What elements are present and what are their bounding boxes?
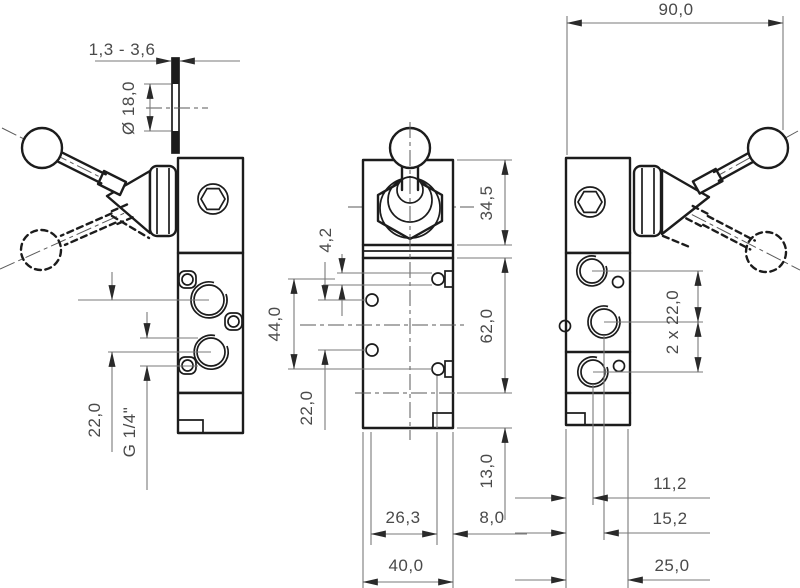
view-front: 4,2 44,0 22,0 34,5 62,0: [265, 122, 527, 588]
overall-length-label: 90,0: [658, 0, 693, 19]
panel-plate: [146, 57, 208, 154]
dim-port-thread: G 1/4": [120, 312, 198, 490]
port-lower-thread-arc: [193, 334, 229, 371]
lever-ball-knob-phantom: [19, 228, 63, 272]
panel-thickness-label: 1,3 - 3,6: [89, 40, 156, 59]
port-upper-thread-arc: [190, 281, 228, 319]
depth-label: 25,0: [654, 556, 689, 575]
mount-hole-dia-label: 4,2: [316, 227, 335, 252]
body-top-block: [176, 156, 245, 255]
edge-offset-label: 8,0: [479, 508, 504, 527]
mounting-nut-side-r: [632, 164, 663, 238]
bottom-notch-front: [432, 412, 453, 428]
lever-up-position-r: [660, 126, 790, 236]
mounting-nut-side: [148, 164, 178, 238]
body-height-label: 62,0: [477, 308, 496, 343]
lever-ball-knob-r: [746, 126, 790, 170]
dim-mount-hole-dia: 4,2: [316, 227, 432, 316]
view-left-side: 1,3 - 3,6 Ø 18,0: [0, 40, 245, 490]
port-pitch-label: 2 x 22,0: [663, 290, 682, 355]
hex-socket: [197, 183, 229, 215]
body-top-block-r: [564, 156, 632, 255]
dim-depth-offsets: 11,2 15,2 25,0: [515, 335, 710, 588]
hex-socket-r: [574, 186, 606, 218]
lever-sleeve: [96, 169, 128, 197]
dim-port-spacing-left: 22,0: [78, 272, 211, 452]
valve-body-left: [176, 156, 245, 435]
port-spacing-label: 22,0: [85, 402, 104, 437]
bottom-notch-r: [566, 412, 586, 425]
lever-ball-knob: [20, 126, 64, 170]
top-height-label: 34,5: [477, 185, 496, 220]
lever-sleeve-r: [691, 167, 724, 195]
port-thread-label: G 1/4": [120, 407, 139, 458]
bottom-height-label: 13,0: [477, 453, 496, 488]
lever-boot-r: [660, 168, 711, 236]
dim-panel-hole: Ø 18,0: [119, 81, 171, 135]
mounting-lugs: [178, 270, 243, 375]
dim-heights-right: 34,5 62,0 13,0: [457, 159, 512, 520]
lever-down-position-phantom: [19, 203, 151, 272]
panel-hole-label: Ø 18,0: [119, 81, 138, 135]
view-right-side: 90,0 2 x 22,0 11,2 15,2 25,0: [515, 0, 800, 588]
dim-overall-length: 90,0: [566, 0, 784, 155]
lever-ball-knob-phantom-r: [744, 230, 788, 274]
hole-pitch-label: 22,0: [297, 390, 316, 425]
dim-hole-pitch: 22,0: [297, 262, 366, 430]
lever-down-position-phantom-r: [661, 204, 788, 274]
width-label: 40,0: [388, 556, 423, 575]
hole-span-label: 44,0: [265, 306, 284, 341]
offset-b-label: 15,2: [652, 509, 687, 528]
hole-spacing-h-label: 26,3: [385, 508, 420, 527]
dim-panel-thickness: 1,3 - 3,6: [89, 40, 240, 65]
body-bottom-block: [176, 391, 245, 435]
valve-body-right: [558, 156, 632, 427]
body-main-block-r: [564, 251, 632, 427]
dim-port-pitch: 2 x 22,0: [592, 270, 703, 373]
offset-a-label: 11,2: [653, 474, 687, 493]
bottom-notch: [178, 419, 204, 433]
dim-widths-bottom: 26,3 8,0 40,0: [362, 432, 527, 588]
dim-hole-span: 44,0: [265, 278, 432, 370]
